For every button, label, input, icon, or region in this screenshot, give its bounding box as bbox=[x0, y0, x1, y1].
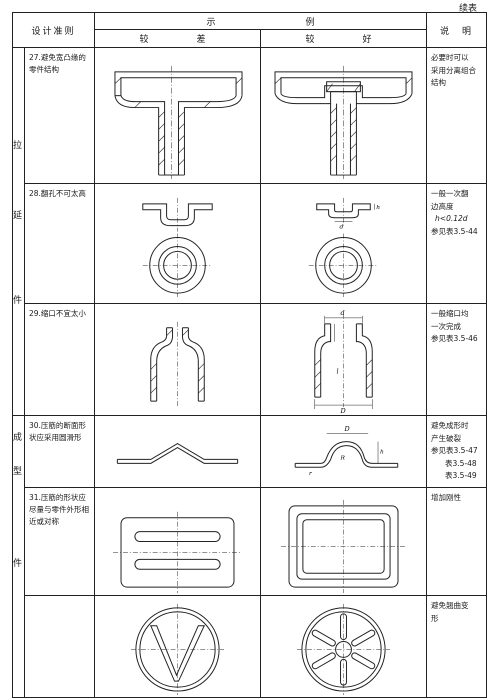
table-row: 型 件 30.压筋的断面形状应采用圆滑形 D bbox=[12, 415, 488, 698]
v-rib-circle-figure bbox=[130, 603, 225, 696]
design-rules-table: 设计准则 示 例 说 明 较 差 较 好 拉 延 件 成 27.避免宽凸缘的零件… bbox=[11, 12, 488, 698]
rule-text: 28.翻孔不可太高 bbox=[23, 183, 96, 304]
dim-h: h bbox=[380, 449, 384, 455]
example-bad-28 bbox=[94, 183, 262, 304]
header-good: 较 好 bbox=[260, 29, 428, 48]
rule-text: 27.避免宽凸缘的零件结构 bbox=[23, 47, 96, 184]
tall-flanged-hole-figure bbox=[142, 197, 213, 298]
example-good-29: d D l bbox=[260, 303, 428, 416]
dim-h: h bbox=[376, 204, 380, 211]
dim-d: d bbox=[340, 224, 344, 231]
example-good-31 bbox=[260, 487, 428, 596]
small-neck-figure bbox=[150, 321, 205, 408]
dim-R: R bbox=[340, 455, 346, 461]
table-row: 拉 延 件 成 27.避免宽凸缘的零件结构 bbox=[12, 47, 488, 443]
category-char: 成 bbox=[13, 433, 23, 443]
header-note: 说 明 bbox=[426, 12, 488, 48]
note-cell: 增加刚性 bbox=[426, 487, 488, 596]
table-row: 避免翘曲变 形 bbox=[13, 595, 488, 698]
continued-label: 续表 bbox=[458, 4, 477, 14]
note-cell: 一般一次翻 边高度 h<0.12d 参见表3.5-44 bbox=[426, 183, 488, 304]
example-bad-29 bbox=[94, 303, 262, 416]
parallel-ribs-figure bbox=[113, 511, 242, 594]
header-design-rule: 设计准则 bbox=[11, 12, 96, 48]
dim-r: r bbox=[309, 471, 313, 477]
example-bad-31 bbox=[94, 487, 262, 596]
example-good-30: D r R h bbox=[260, 415, 428, 488]
table-row: 28.翻孔不可太高 h bbox=[13, 183, 488, 304]
example-good-27 bbox=[260, 47, 428, 184]
dim-l: l bbox=[337, 367, 339, 375]
dim-D: D bbox=[340, 407, 347, 415]
category-column: 拉 延 件 成 bbox=[12, 47, 25, 443]
dim-D: D bbox=[344, 425, 350, 433]
category-char: 件 bbox=[13, 559, 23, 569]
note-cell: 必要时可以 采用分离组合 结构 bbox=[426, 47, 488, 184]
note-cell: 一般缩口均 一次完成 参见表3.5-46 bbox=[426, 303, 488, 416]
dim-d: d bbox=[341, 309, 345, 317]
example-good-32 bbox=[260, 595, 428, 698]
rule-text: 29.缩口不宜太小 bbox=[23, 303, 96, 416]
frame-rib-figure bbox=[281, 499, 406, 594]
rounded-rib-figure: D r R h bbox=[294, 425, 399, 477]
rule-text: 30.压筋的断面形状应采用圆滑形 bbox=[23, 415, 96, 488]
header-example: 示 例 bbox=[94, 12, 428, 30]
rule-text bbox=[23, 595, 96, 698]
category-char: 件 bbox=[13, 296, 23, 306]
example-bad-30 bbox=[94, 415, 262, 488]
short-flanged-hole-figure: h d bbox=[308, 197, 380, 298]
rule-text: 31.压筋的形状应尽量与零件外形相近或对称 bbox=[23, 487, 96, 596]
example-bad-27 bbox=[94, 47, 262, 184]
proper-neck-figure: d D l bbox=[314, 309, 373, 415]
note-cell: 避免翘曲变 形 bbox=[426, 595, 488, 698]
header-bad: 较 差 bbox=[94, 29, 262, 48]
radial-rib-circle-figure bbox=[296, 603, 391, 696]
sharp-rib-figure bbox=[116, 443, 239, 464]
category-char: 延 bbox=[13, 211, 23, 221]
table-row: 31.压筋的形状应尽量与零件外形相近或对称 bbox=[13, 487, 488, 596]
flanged-tee-figure bbox=[114, 65, 243, 180]
example-good-28: h d bbox=[260, 183, 428, 304]
category-char: 型 bbox=[13, 467, 23, 477]
split-assembly-figure bbox=[274, 65, 413, 180]
category-char: 拉 bbox=[13, 141, 23, 151]
table-row: 29.缩口不宜太小 bbox=[13, 303, 488, 416]
example-bad-32 bbox=[94, 595, 262, 698]
note-cell: 避免成形时 产生破裂 参见表3.5-47 表3.5-48 表3.5-49 bbox=[426, 415, 488, 488]
category-column: 型 件 bbox=[12, 415, 25, 698]
